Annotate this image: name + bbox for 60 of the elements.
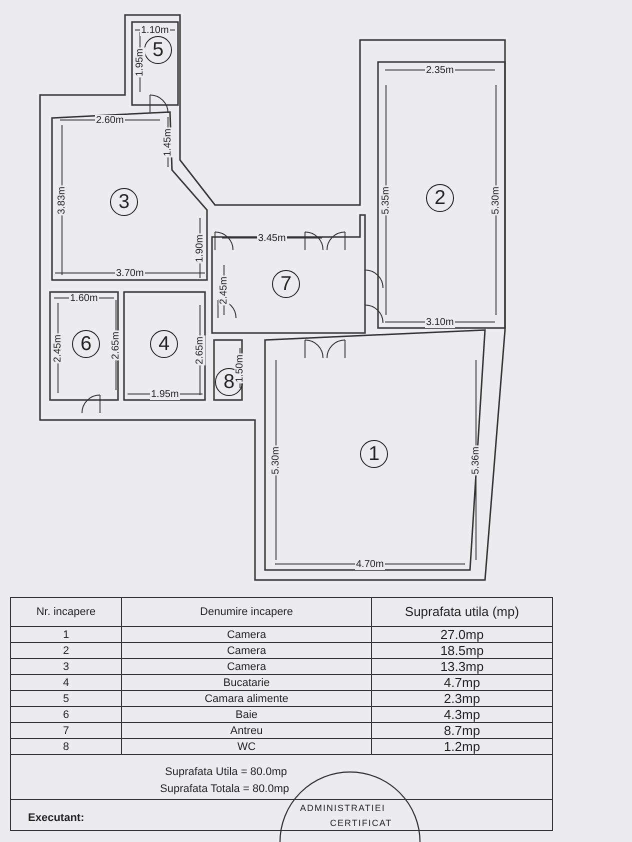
dimension-label: 5.30m — [270, 445, 282, 475]
dimension-label: 1.90m — [194, 233, 206, 263]
room-number: 2 — [426, 184, 454, 212]
room-number: 3 — [110, 188, 138, 216]
area-cell: 4.7mp — [372, 674, 552, 690]
room-number-cell: 7 — [10, 722, 122, 738]
dimension-label: 5.30m — [490, 185, 502, 215]
dimension-label: 2.35m — [425, 64, 455, 76]
header-cell: Suprafata utila (mp) — [372, 598, 552, 626]
room-name-cell: Camera — [122, 642, 372, 658]
room-number: 6 — [72, 330, 100, 358]
room-name-cell: Camara alimente — [122, 690, 372, 706]
dimension-label: 5.35m — [380, 185, 392, 215]
dimension-label: 4.70m — [355, 558, 385, 570]
dimension-label: 1.45m — [162, 127, 174, 157]
dimension-label: 3.70m — [115, 268, 145, 278]
total-area-note: Suprafata Totala = 80.0mp — [160, 783, 290, 795]
room-number: 1 — [360, 440, 388, 468]
area-cell: 13.3mp — [372, 658, 552, 674]
dimension-label: 2.60m — [95, 114, 125, 126]
room-number: 7 — [272, 270, 300, 298]
room-number-cell: 5 — [10, 690, 122, 706]
dimension-label: 2.65m — [110, 330, 122, 360]
room-name-cell: Bucatarie — [122, 674, 372, 690]
dimension-label: 2.65m — [194, 335, 206, 365]
dimension-label: 1.50m — [234, 353, 246, 383]
dimension-label: 2.45m — [52, 333, 64, 363]
header-cell: Nr. incapere — [10, 598, 122, 626]
area-cell: 18.5mp — [372, 642, 552, 658]
total-area-note: Suprafata Utila = 80.0mp — [165, 766, 287, 778]
dimension-label: 3.45m — [257, 232, 287, 244]
room-name-cell: WC — [122, 738, 372, 754]
dimension-label: 1.60m — [69, 292, 99, 304]
dimension-label: 3.83m — [56, 185, 68, 215]
room-name-cell: Camera — [122, 658, 372, 674]
header-cell: Denumire incapere — [122, 598, 372, 626]
room-number-cell: 3 — [10, 658, 122, 674]
area-cell: 1.2mp — [372, 738, 552, 754]
room-number-cell: 6 — [10, 706, 122, 722]
room-number-cell: 8 — [10, 738, 122, 754]
room-name-cell: Antreu — [122, 722, 372, 738]
room-name-cell: Baie — [122, 706, 372, 722]
area-cell: 27.0mp — [372, 626, 552, 642]
room-number-cell: 4 — [10, 674, 122, 690]
dimension-label: 5.36m — [470, 445, 482, 475]
stamp-text: ADMINISTRATIEI — [300, 803, 386, 813]
room-number-cell: 2 — [10, 642, 122, 658]
area-cell: 4.3mp — [372, 706, 552, 722]
area-cell: 2.3mp — [372, 690, 552, 706]
dimension-label: 1.10m — [140, 24, 170, 36]
area-cell: 8.7mp — [372, 722, 552, 738]
dimension-label: 3.10m — [425, 316, 455, 328]
executant-label: Executant: — [28, 812, 84, 824]
dimension-label: 1.95m — [134, 47, 146, 77]
dimension-label: 2.45m — [218, 275, 230, 305]
room-name-cell: Camera — [122, 626, 372, 642]
stamp-text: CERTIFICAT — [330, 818, 392, 828]
room-number-cell: 1 — [10, 626, 122, 642]
dimension-label: 1.95m — [150, 388, 180, 400]
room-number: 4 — [150, 330, 178, 358]
